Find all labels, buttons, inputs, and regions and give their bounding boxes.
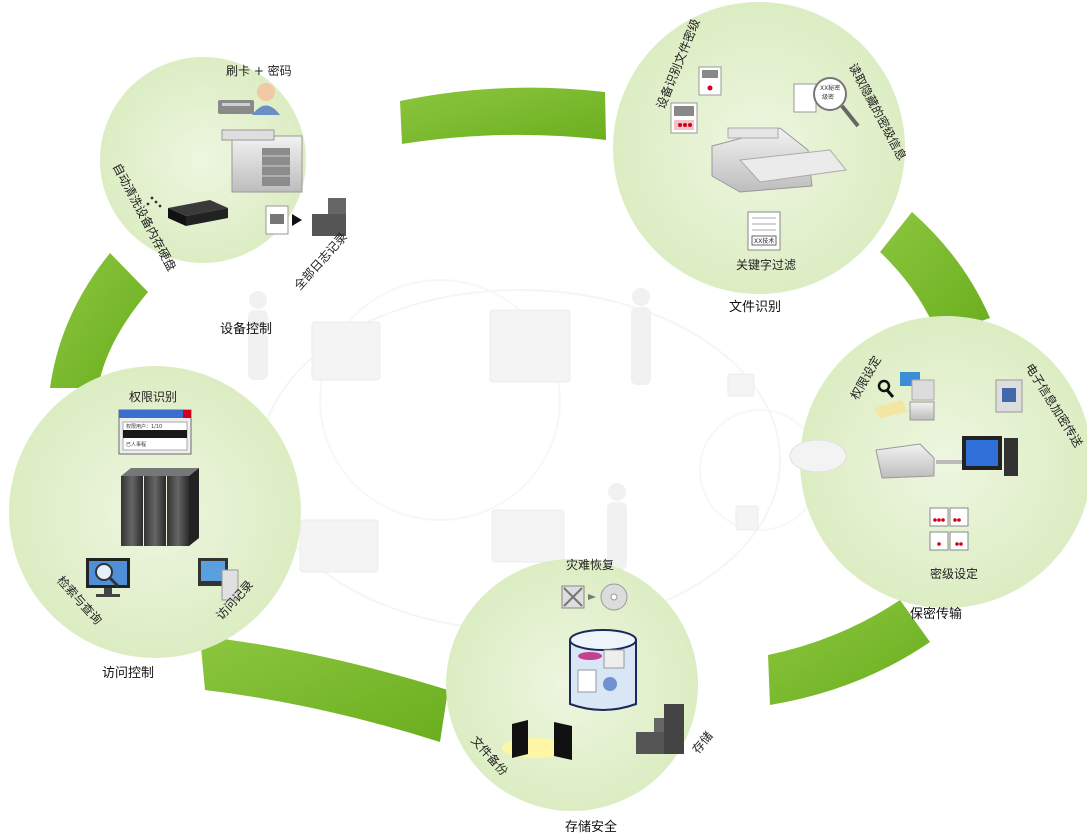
title-file-recognition: 文件识别 bbox=[729, 300, 782, 315]
encrypted-server-icon bbox=[995, 379, 1023, 413]
dialog-line-2: 已人事程 bbox=[126, 441, 146, 448]
log-to-server-icon bbox=[265, 198, 346, 236]
magnifier-doc-icon: XX秘密 级密 bbox=[793, 77, 860, 128]
search-monitor-icon bbox=[86, 558, 130, 597]
ghost-person-icon bbox=[248, 291, 268, 380]
doc-badge: XX技术 bbox=[754, 237, 774, 245]
magnifier-text-1: XX秘密 bbox=[820, 84, 840, 92]
permission-tools-icon bbox=[874, 372, 935, 421]
keyword-doc-icon: XX技术 bbox=[747, 211, 781, 251]
label-level-setting: 密级设定 bbox=[930, 567, 979, 581]
access-record-pc-icon bbox=[198, 558, 239, 601]
fax-to-pc-icon bbox=[875, 436, 1018, 479]
cloud-icon bbox=[789, 439, 847, 473]
permission-dialog-icon: 权限用户：1/10 已人事程 bbox=[118, 409, 192, 455]
copier-icon bbox=[221, 129, 303, 193]
ghost-printer-icon bbox=[299, 309, 759, 573]
level-doc-icon bbox=[698, 66, 722, 96]
title-device-control: 设备控制 bbox=[220, 322, 273, 337]
backup-speakers-icon bbox=[502, 720, 572, 760]
label-keyword-filter: 关键字过滤 bbox=[736, 258, 797, 272]
arc-upper-right bbox=[880, 212, 990, 336]
level-doc-icon bbox=[670, 102, 698, 134]
arc-bottom bbox=[200, 636, 448, 742]
dialog-line-1: 权限用户：1/10 bbox=[126, 423, 162, 430]
arc-lower-right bbox=[768, 600, 930, 705]
cycle-arrows bbox=[50, 87, 990, 742]
ghost-person-icon bbox=[607, 483, 627, 570]
server-rack-icon bbox=[121, 468, 199, 546]
database-icon bbox=[569, 629, 637, 711]
magnifier-text-2: 级密 bbox=[822, 93, 834, 101]
label-disaster-recovery: 灾难恢复 bbox=[566, 558, 615, 572]
circle-device-control bbox=[100, 57, 306, 263]
storage-rack-icon bbox=[636, 704, 684, 754]
card-reader-user-icon bbox=[218, 83, 280, 115]
scanner-icon bbox=[711, 127, 847, 193]
label-card-password: 刷卡 + 密码 bbox=[226, 64, 292, 78]
recovery-to-disc-icon bbox=[561, 583, 628, 611]
hard-disk-icon bbox=[146, 196, 228, 226]
arc-left bbox=[50, 253, 148, 388]
ghost-person-icon bbox=[631, 288, 651, 385]
label-permission-recognition: 权限识别 bbox=[129, 390, 178, 404]
level-grid-icon bbox=[929, 507, 969, 551]
title-secure-transmission: 保密传输 bbox=[910, 607, 963, 622]
title-storage-security: 存储安全 bbox=[565, 820, 618, 835]
arc-top bbox=[400, 87, 606, 144]
title-access-control: 访问控制 bbox=[102, 666, 155, 681]
